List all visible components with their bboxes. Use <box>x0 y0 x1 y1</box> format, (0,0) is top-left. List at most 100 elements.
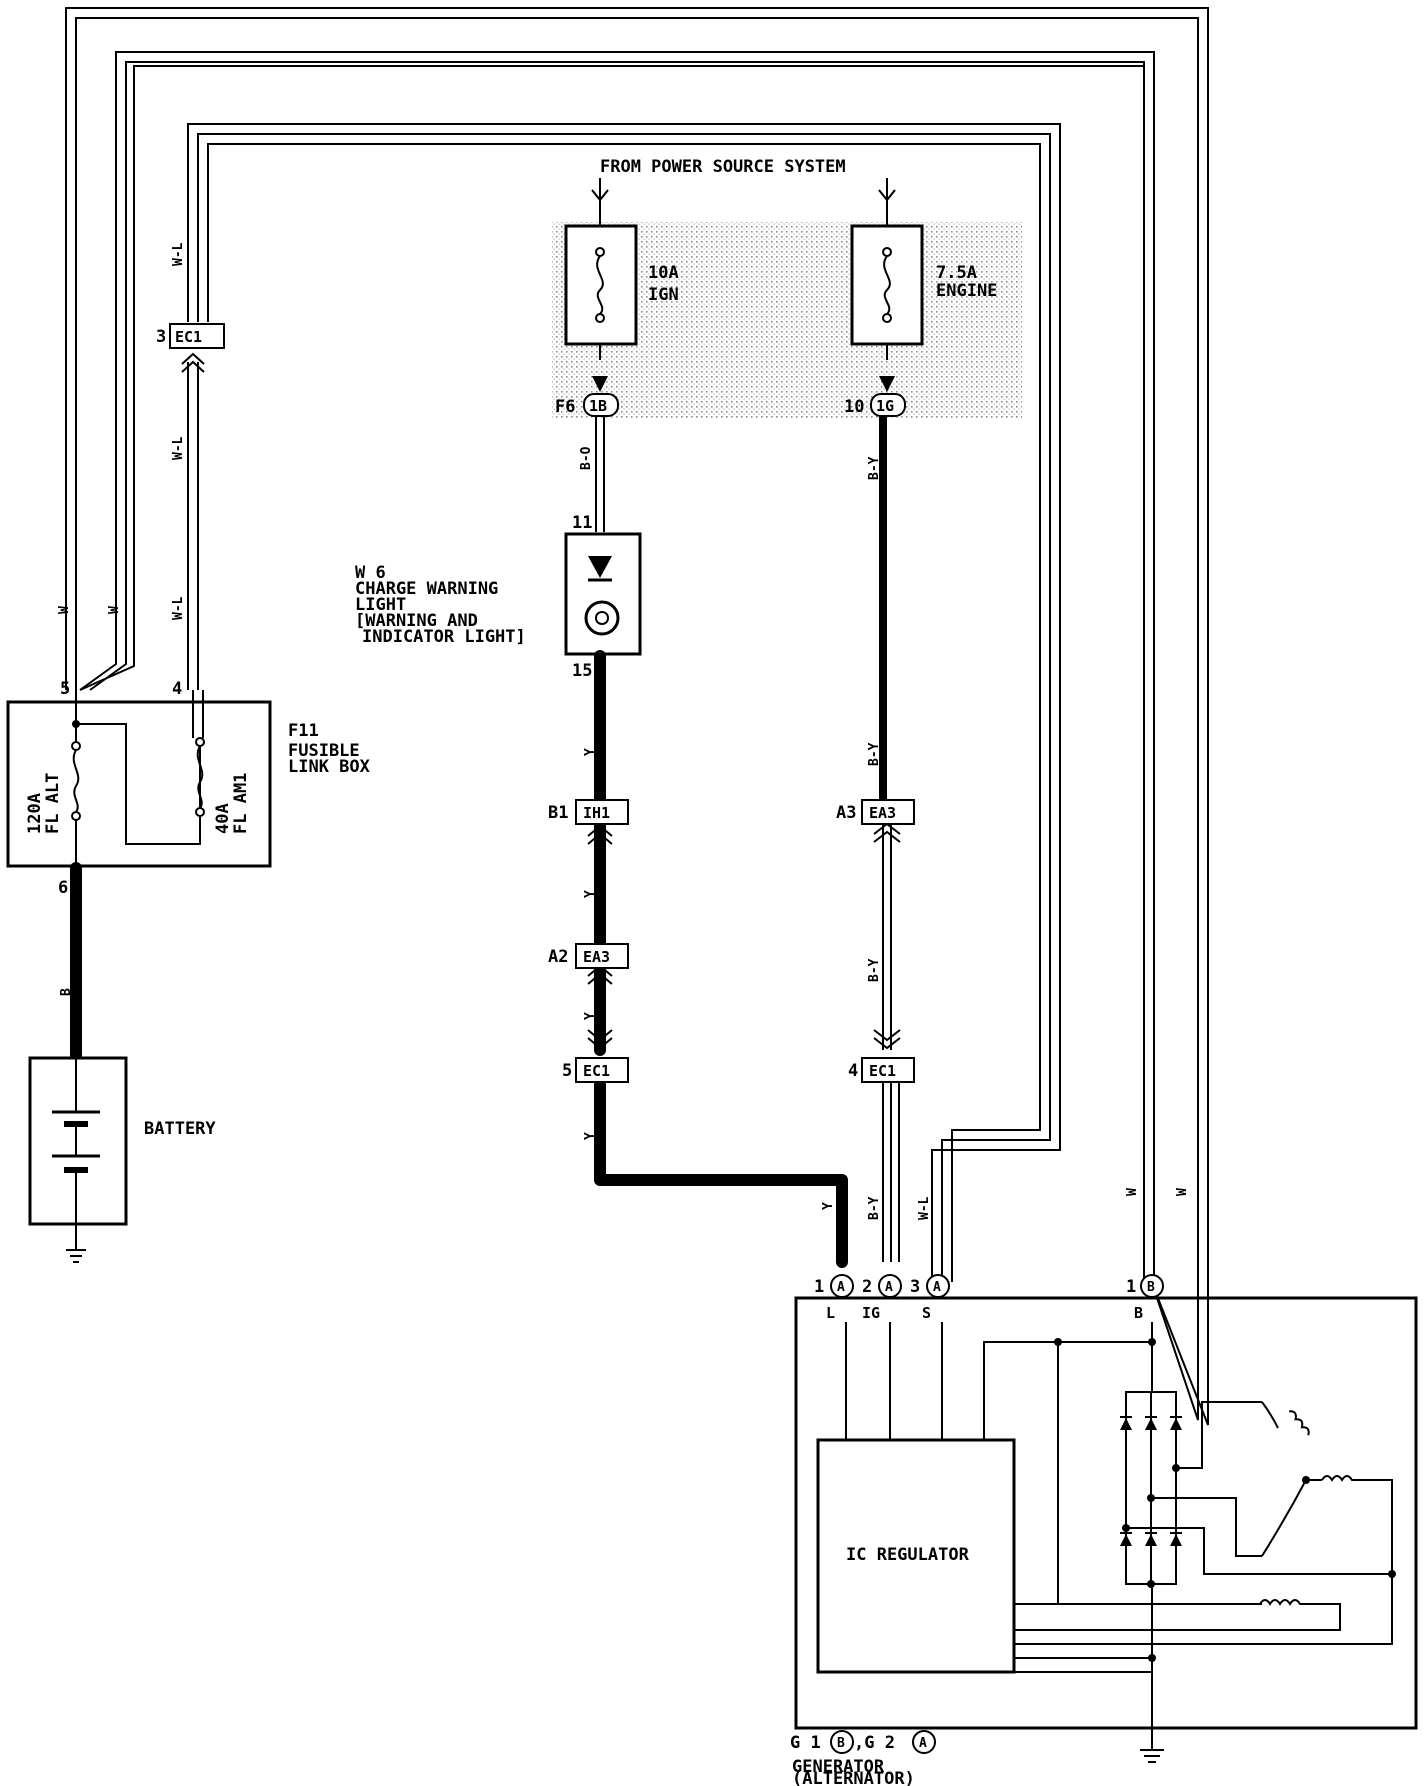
wire-label-b: B <box>59 988 74 996</box>
connector-ea3-left: EA3 <box>575 943 629 969</box>
fuse-ign <box>564 224 638 346</box>
wire-label-y-4: Y <box>583 1132 598 1140</box>
fuse-engine-rating: 7.5A <box>936 263 977 283</box>
svg-text:S: S <box>922 1304 931 1322</box>
fl-alt-name: FL ALT <box>43 773 63 834</box>
connector-ec1-left-pin: 5 <box>562 1061 572 1081</box>
wire-label-by-2: B-Y <box>867 742 882 766</box>
wire-w-middle <box>79 51 1155 1278</box>
fl-alt-rating: 120A <box>25 793 45 834</box>
connector-ec1-right-pin: 4 <box>848 1061 858 1081</box>
svg-text:A: A <box>919 1736 927 1751</box>
wire-w-l <box>187 123 1061 1282</box>
wire-b-o <box>595 416 605 532</box>
wire-label-w-3: W <box>1125 1188 1140 1196</box>
svg-text:2: 2 <box>862 1277 872 1297</box>
wire-label-w-1: W <box>57 606 72 614</box>
warning-light-pin-in: 11 <box>572 513 592 533</box>
connector-ec1-top: EC1 <box>169 323 225 349</box>
fuse-output-arrows <box>592 376 895 392</box>
svg-text:A: A <box>885 1280 893 1295</box>
connector-ec1-top-pin: 3 <box>156 327 166 347</box>
connector-ea3-right: EA3 <box>861 799 915 825</box>
svg-text:1: 1 <box>1126 1277 1136 1297</box>
by-chevrons <box>873 822 901 1050</box>
wire-y <box>594 650 848 1268</box>
fusible-id: F11 <box>288 721 319 741</box>
wire-label-y-3: Y <box>583 1012 598 1020</box>
wire-label-y-2: Y <box>583 890 598 898</box>
wire-label-by-4: B-Y <box>867 1196 882 1220</box>
generator-terminal-s: 3 A S <box>910 1274 950 1322</box>
fl-am1-rating: 40A <box>213 803 233 834</box>
wire-label-w-2: W <box>107 606 122 614</box>
wire-label-by-1: B-Y <box>867 456 882 480</box>
fl-am1-name: FL AM1 <box>231 773 251 834</box>
wire-label-wl-2: W-L <box>171 436 186 460</box>
connector-ea3-left-pin: A2 <box>548 947 568 967</box>
connector-ea3-right-pin: A3 <box>836 803 856 823</box>
warning-light-line3: [WARNING AND <box>355 611 478 631</box>
svg-text:EA3: EA3 <box>869 804 896 822</box>
fusible-pin-5: 5 <box>60 679 70 699</box>
fuse-engine-name: ENGINE <box>936 281 997 301</box>
ic-regulator-label: IC REGULATOR <box>846 1545 970 1565</box>
svg-text:GENERATOR: GENERATOR <box>792 1757 885 1777</box>
svg-text:3: 3 <box>910 1277 920 1297</box>
charge-warning-light <box>564 532 642 656</box>
svg-text:EC1: EC1 <box>869 1062 896 1080</box>
warning-light-id: W 6 <box>355 563 386 583</box>
warning-light-line2: LIGHT <box>355 595 406 615</box>
connector-1b: 1B <box>583 393 619 417</box>
wire-w-inner <box>79 65 1144 691</box>
warning-light-line4: INDICATOR LIGHT] <box>362 627 526 647</box>
warning-light-line1: CHARGE WARNING <box>355 579 498 599</box>
fuse-ign-rating: 10A <box>648 263 679 283</box>
svg-text:B: B <box>1147 1280 1155 1295</box>
fusible-pin-4: 4 <box>172 679 182 699</box>
wire-label-y-1: Y <box>583 748 598 756</box>
svg-text:,G 2: ,G 2 <box>854 1733 895 1753</box>
svg-text:EA3: EA3 <box>583 948 610 966</box>
svg-text:L: L <box>826 1304 835 1322</box>
y-chevrons <box>587 824 613 1050</box>
warning-light-pin-out: 15 <box>572 661 592 681</box>
fusible-pin-6: 6 <box>58 878 68 898</box>
fusible-name-2: LINK BOX <box>288 757 371 777</box>
generator-terminal-b: 1 B B <box>1126 1274 1164 1322</box>
wire-w-outer <box>65 7 1209 1426</box>
connector-1g: 1G <box>870 393 906 417</box>
wire-label-y-5: Y <box>821 1202 836 1210</box>
fuse-ign-name: IGN <box>648 285 679 305</box>
battery-label: BATTERY <box>144 1119 216 1139</box>
svg-text:B: B <box>1134 1304 1143 1322</box>
svg-text:A: A <box>837 1280 845 1295</box>
connector-ec1-left: EC1 <box>575 1057 629 1083</box>
svg-text:A: A <box>933 1280 941 1295</box>
connector-ec1-right: EC1 <box>861 1057 915 1083</box>
connector-1g-pin: 10 <box>844 397 864 417</box>
fusible-name-1: FUSIBLE <box>288 741 360 761</box>
svg-text:1: 1 <box>814 1277 824 1297</box>
connector-1b-pin: F6 <box>555 397 575 417</box>
generator-caption: G 1 B ,G 2 A GENERATOR (ALTERNATOR) <box>790 1730 936 1786</box>
fusible-link-box <box>6 690 272 868</box>
svg-text:B: B <box>837 1736 845 1751</box>
svg-text:G 1: G 1 <box>790 1733 821 1753</box>
wire-label-wl-gen: W-L <box>917 1196 932 1220</box>
wire-label-bo: B-O <box>579 446 594 470</box>
svg-text:IH1: IH1 <box>583 804 610 822</box>
ec1-top-chevron <box>181 352 205 373</box>
fuse-engine <box>850 224 924 346</box>
generator-body <box>794 1296 1418 1763</box>
wire-b-y <box>879 416 900 1262</box>
wire-label-w-4: W <box>1175 1188 1190 1196</box>
connector-ih1: IH1 <box>575 799 629 825</box>
svg-text:EC1: EC1 <box>175 328 202 346</box>
battery-icon <box>28 1056 128 1263</box>
connector-ih1-pin: B1 <box>548 803 568 823</box>
svg-text:IG: IG <box>862 1304 880 1322</box>
svg-text:1G: 1G <box>876 397 894 415</box>
power-source-label: FROM POWER SOURCE SYSTEM <box>600 157 846 177</box>
